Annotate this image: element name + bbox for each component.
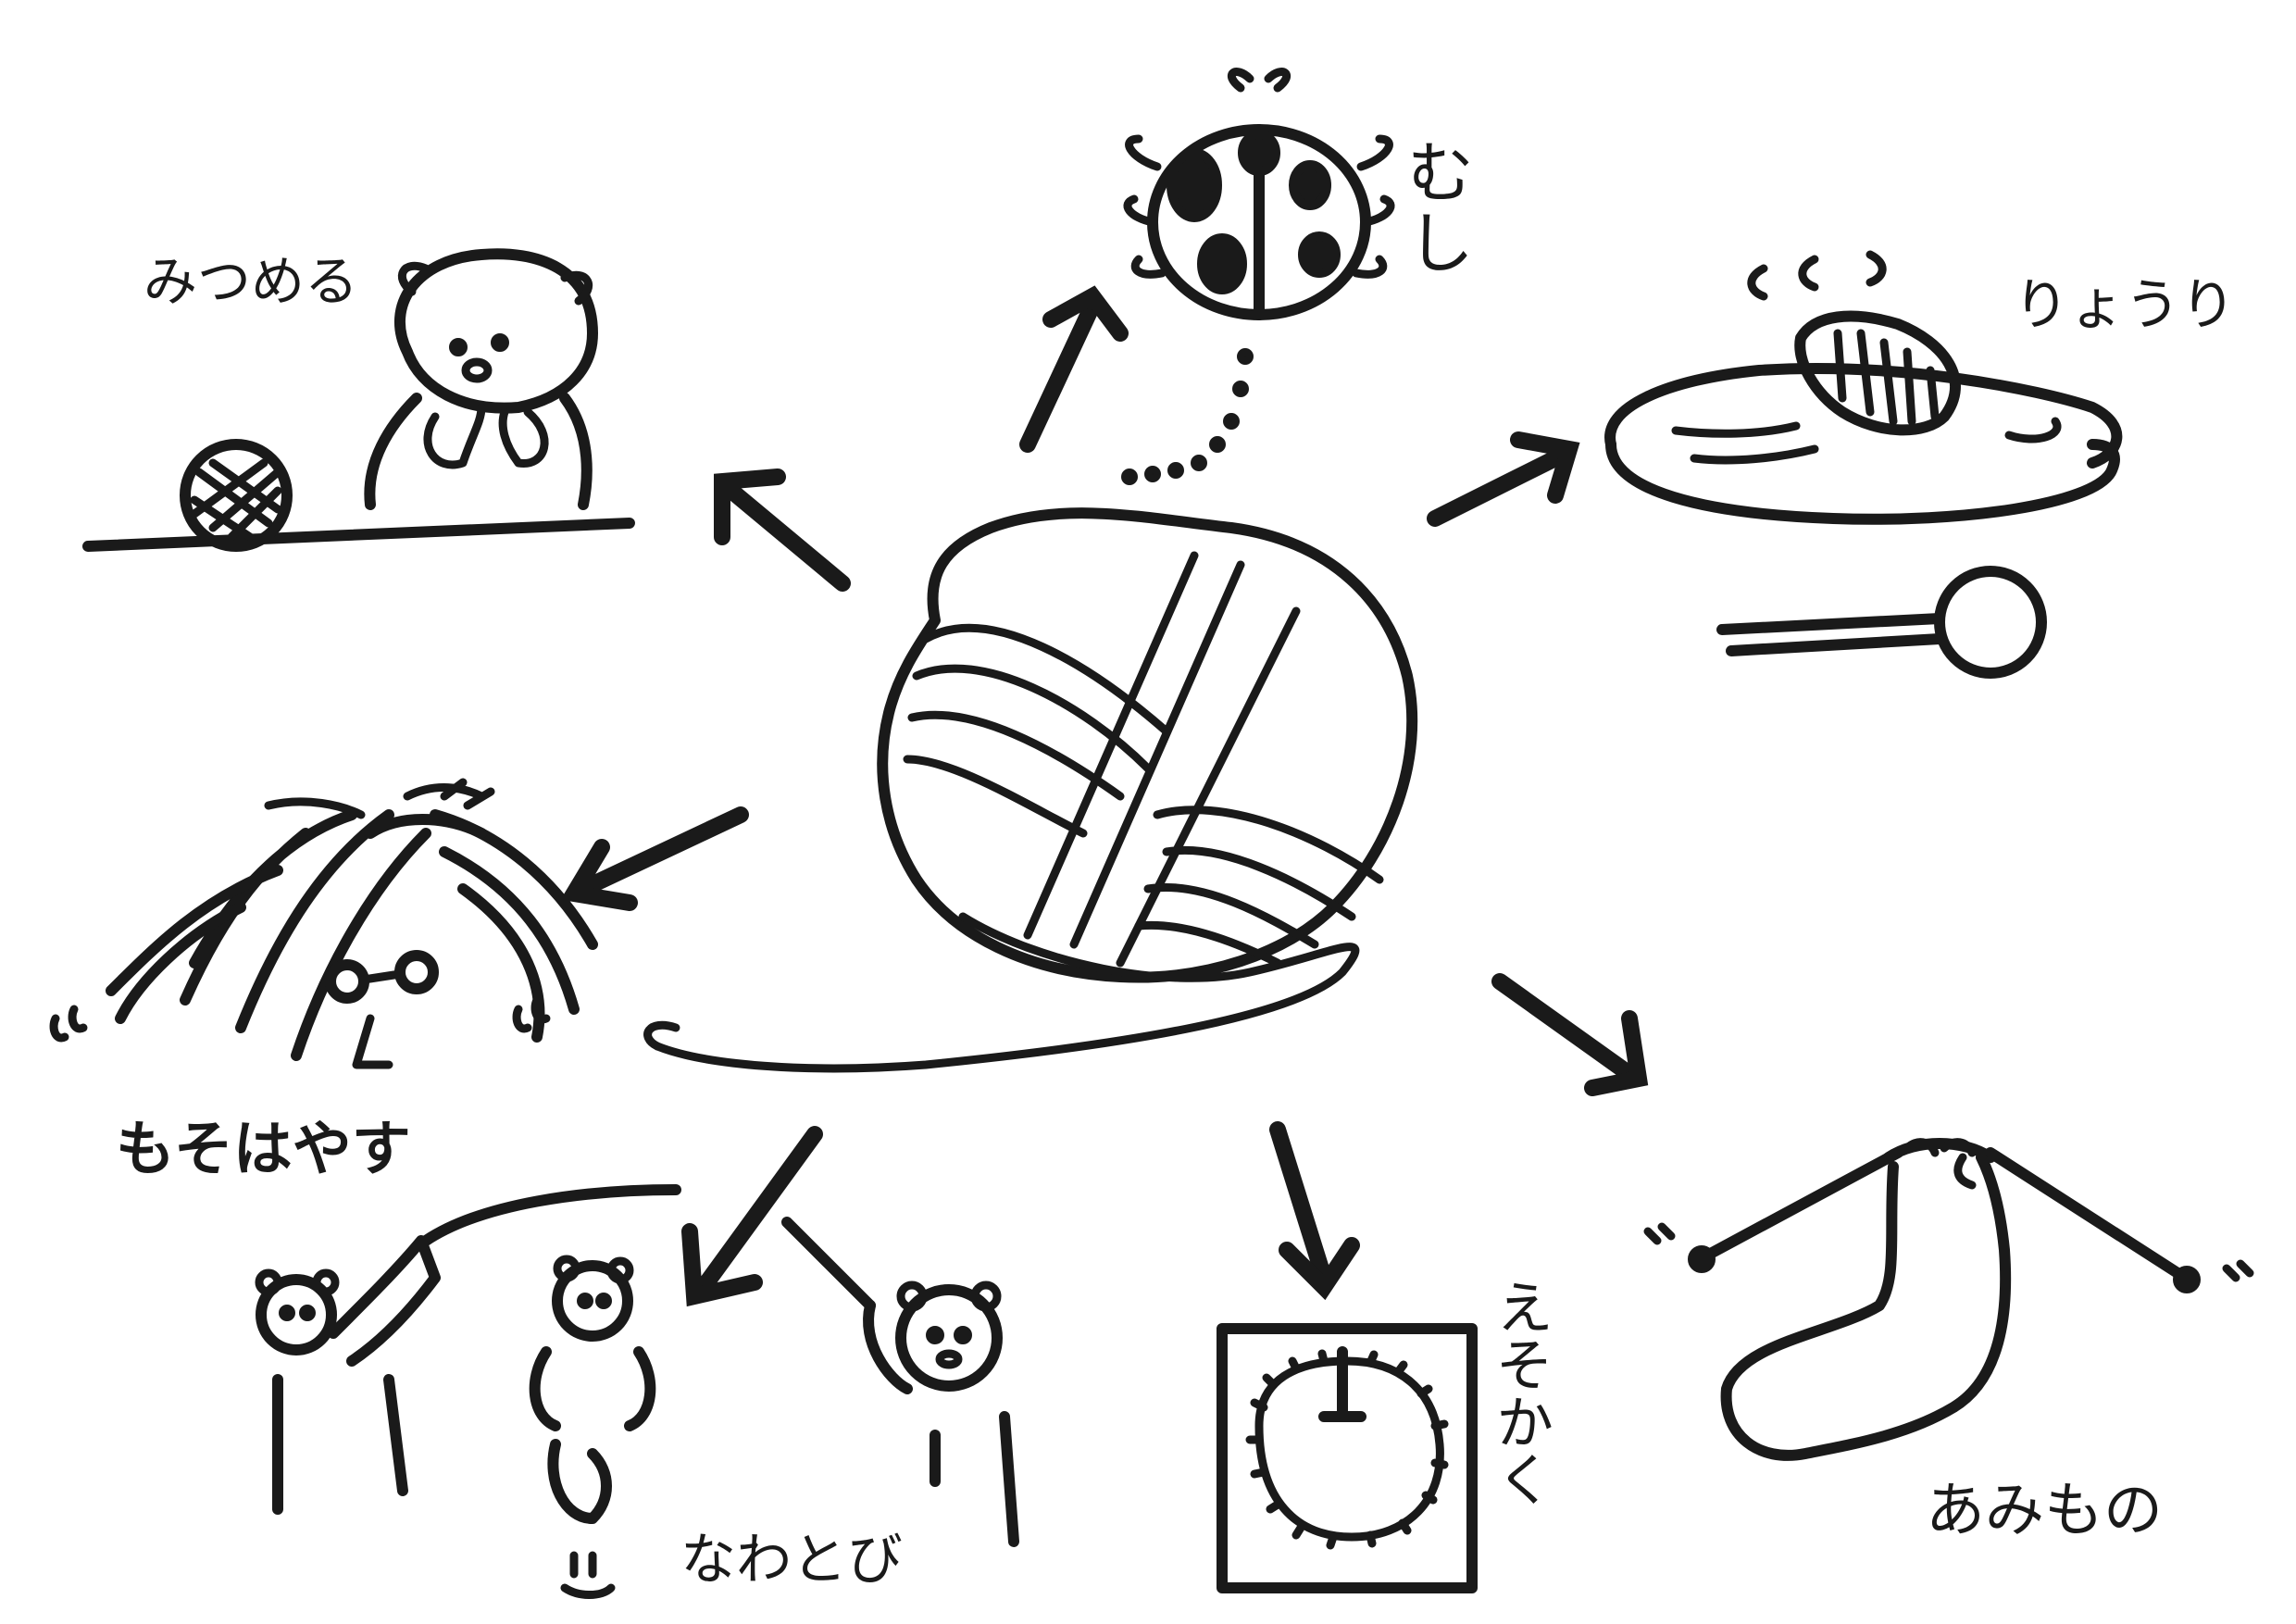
yarn-ball-icon xyxy=(643,507,1418,1073)
arrows xyxy=(560,285,1649,1307)
plate-with-spoon-icon xyxy=(1604,250,2123,679)
bears-jump-rope-icon xyxy=(255,1184,1019,1599)
arrow-to-mitsumeru xyxy=(723,482,851,592)
label-ryouri: りょうり xyxy=(2014,273,2236,338)
ladybug-icon xyxy=(1123,68,1395,320)
label-amimono: あみもの xyxy=(1926,1477,2163,1545)
knitting-sock-icon xyxy=(1643,1138,2254,1461)
arrow-to-ryouri xyxy=(1427,445,1573,527)
label-nawatobi: なわとび xyxy=(680,1528,903,1593)
framed-yarn-picture-icon xyxy=(1217,1323,1478,1593)
arrow-to-amimono xyxy=(1491,973,1638,1082)
arrow-to-ewokaku xyxy=(1269,1121,1332,1286)
dotted-trail xyxy=(1121,348,1254,485)
bear-with-yarn-icon xyxy=(82,248,635,552)
yarn-hair-face-icon xyxy=(49,778,598,1069)
label-ewokaku: えそかく xyxy=(1486,1278,1554,1507)
arrow-to-mushi xyxy=(1019,297,1101,453)
label-mitsumeru: みつめる xyxy=(144,250,359,313)
label-mushi: むし xyxy=(1407,134,1475,282)
arrow-to-nawatobi xyxy=(695,1126,823,1295)
label-kewohayasu: もそはやす xyxy=(116,1116,411,1184)
arrow-to-kewohayasu xyxy=(575,806,749,897)
